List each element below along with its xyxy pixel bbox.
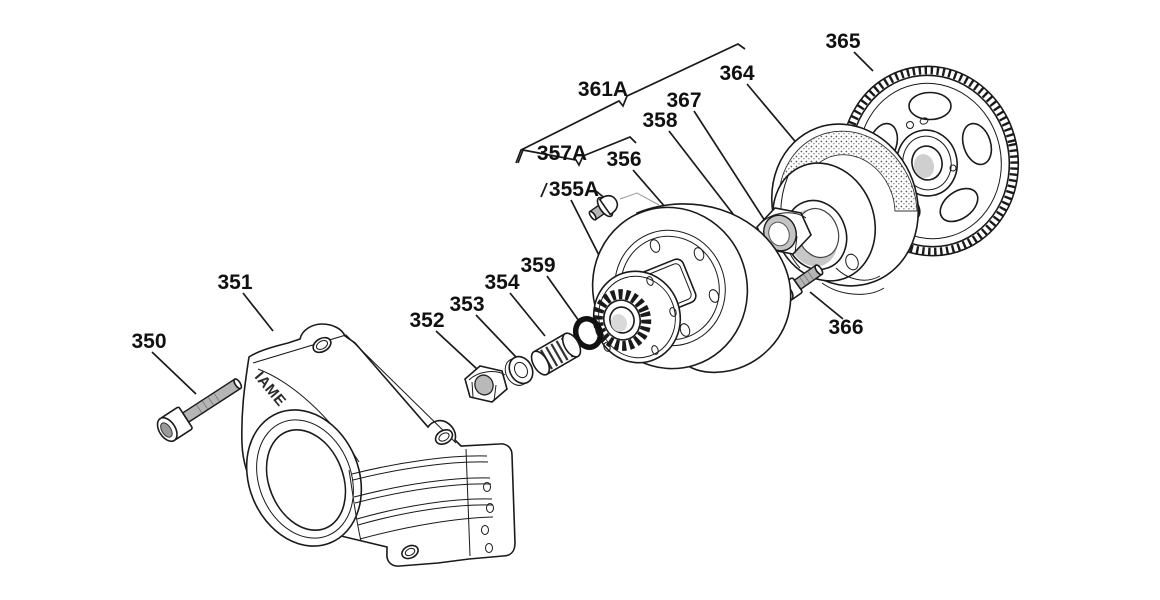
label-365: 365 (825, 30, 860, 53)
flange-hole (483, 482, 491, 492)
label-361A: 361A (578, 78, 628, 101)
leader-352 (435, 330, 478, 370)
leader-354 (509, 292, 546, 337)
flange-hole (481, 525, 489, 535)
part-354-needle-bearing (530, 332, 582, 376)
flange-hole (486, 503, 494, 513)
part-355A-sprocket (592, 270, 682, 364)
nut-bore (768, 221, 790, 247)
screw-shaft (181, 378, 242, 424)
bracket-355A (540, 182, 548, 198)
leader-359 (546, 275, 580, 322)
cover-fin (356, 498, 494, 526)
label-356: 356 (606, 148, 641, 171)
part-359-oring (572, 316, 604, 350)
cover-fin (359, 516, 494, 540)
label-352: 352 (409, 309, 444, 332)
label-366: 366 (828, 316, 863, 339)
leader-351 (242, 292, 274, 332)
cover-fin (351, 455, 489, 481)
part-353-washer (504, 355, 534, 386)
nut-bore (474, 374, 494, 396)
leader-365 (853, 51, 874, 72)
shoe-lever (835, 267, 881, 281)
label-358: 358 (642, 109, 677, 132)
leader-364 (746, 83, 800, 147)
shoe-pin (845, 253, 859, 271)
screw-head (598, 194, 619, 216)
drum-hole (693, 247, 705, 261)
gear-hole (908, 91, 952, 121)
label-357A: 357A (537, 142, 587, 165)
leader-356 (632, 169, 667, 209)
part-350-screw (156, 378, 243, 443)
gear-pin-hole (919, 117, 929, 125)
drum-hole (649, 239, 661, 253)
leader-366 (809, 291, 844, 320)
flange-hole (485, 543, 493, 553)
part-355A-screw (588, 194, 619, 221)
bracket-361A (515, 43, 746, 164)
leader-350 (151, 351, 197, 395)
part-351-chain-guard-cover: IAME (241, 323, 516, 567)
connector-355A-drum (619, 192, 660, 206)
label-367: 367 (666, 89, 701, 112)
sprocket-teeth (592, 289, 652, 351)
bracket-357A (517, 136, 637, 167)
hex-socket (160, 422, 173, 438)
leader-353 (475, 314, 517, 358)
shoe-lug (821, 282, 885, 295)
gear-pin-hole (906, 121, 914, 129)
label-353: 353 (449, 293, 484, 316)
gear-hole (961, 122, 993, 166)
drum-hole (679, 323, 691, 337)
leader-367 (693, 110, 768, 225)
label-350: 350 (131, 330, 166, 353)
drum-hole (708, 289, 720, 303)
part-labels: 350 351 352 353 354 359 355A 357A 356 36… (131, 30, 863, 353)
gear-teeth-ring (841, 66, 1019, 256)
label-359: 359 (520, 254, 555, 277)
gear-pin-hole (949, 164, 957, 172)
cover-fin (353, 477, 492, 504)
label-364: 364 (719, 62, 754, 85)
gear-hole (939, 187, 979, 223)
label-351: 351 (217, 271, 252, 294)
part-352-nut (464, 365, 508, 403)
label-354: 354 (484, 271, 519, 294)
label-355A: 355A (549, 178, 599, 201)
